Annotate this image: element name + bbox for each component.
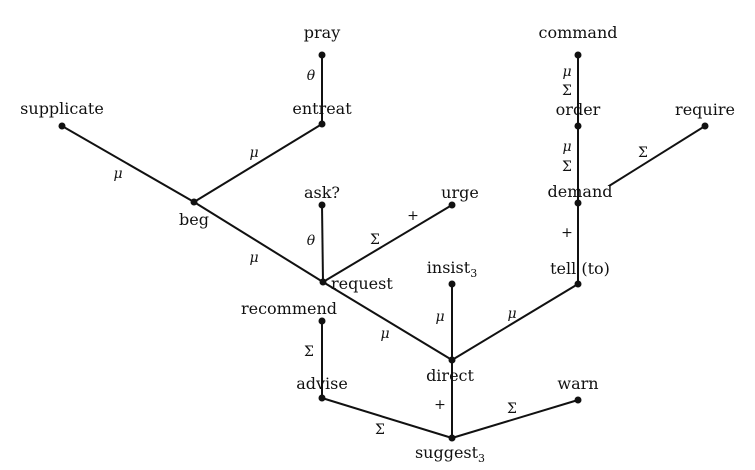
rel-beg-request: μ — [249, 250, 258, 266]
label-command: command — [538, 23, 617, 42]
node-urge — [448, 201, 456, 209]
rel-request-direct: μ — [380, 326, 389, 342]
edge-supplicate-beg — [61, 125, 195, 203]
node-beg — [190, 198, 198, 206]
node-demand — [574, 199, 582, 207]
rel-entreat-beg: μ — [249, 145, 258, 161]
nodes — [58, 51, 709, 442]
rel-tell-direct: μ — [507, 306, 516, 322]
rel-order-demand-sigma: Σ — [562, 159, 572, 175]
node-direct — [448, 356, 456, 364]
label-demand: demand — [548, 182, 613, 201]
label-order: order — [556, 100, 601, 119]
node-order — [574, 122, 582, 130]
edge-tell-direct — [451, 283, 579, 361]
rel-direct-suggest: + — [434, 397, 446, 413]
node-tell — [574, 280, 582, 288]
word-labels: pray command supplicate entreat order re… — [20, 23, 735, 465]
edge-urge-request — [322, 204, 453, 283]
rel-require-demand: Σ — [638, 145, 648, 161]
edge-warn-suggest — [451, 399, 579, 439]
rel-warn-suggest: Σ — [507, 401, 517, 417]
node-recommend — [318, 317, 326, 325]
node-request — [319, 278, 327, 286]
label-insist-main: insist — [427, 258, 471, 277]
label-pray: pray — [304, 23, 340, 42]
edge-advise-suggest — [321, 397, 453, 439]
node-suggest — [448, 434, 456, 442]
rel-insist-direct: μ — [435, 309, 444, 325]
node-ask — [318, 201, 326, 209]
label-entreat: entreat — [292, 99, 352, 118]
node-insist — [448, 280, 456, 288]
edge-request-direct — [322, 281, 453, 361]
edge-beg-request — [193, 201, 324, 283]
rel-advise-suggest: Σ — [375, 422, 385, 438]
node-entreat — [318, 120, 326, 128]
label-warn: warn — [557, 374, 598, 393]
rel-order-demand-mu: μ — [562, 139, 571, 155]
label-insist: insist3 — [427, 258, 477, 280]
rel-urge-request-sigma: Σ — [370, 232, 380, 248]
rel-command-order-sigma: Σ — [562, 83, 572, 99]
label-direct: direct — [426, 366, 474, 385]
edges — [61, 55, 706, 439]
label-supplicate: supplicate — [20, 99, 104, 118]
node-warn — [574, 396, 582, 404]
label-request: request — [331, 274, 393, 293]
node-pray — [318, 51, 326, 59]
edge-ask-request — [321, 204, 324, 283]
edge-require-demand — [608, 125, 706, 187]
label-insist-sub: 3 — [470, 267, 477, 280]
label-suggest-sub: 3 — [478, 452, 485, 465]
rel-supplicate-beg: μ — [113, 166, 122, 182]
rel-demand-tell: + — [561, 225, 573, 241]
node-require — [701, 122, 709, 130]
node-advise — [318, 394, 326, 402]
rel-urge-request-plus: + — [407, 208, 419, 224]
label-recommend: recommend — [241, 299, 337, 318]
label-urge: urge — [441, 183, 479, 202]
node-supplicate — [58, 122, 66, 130]
node-command — [574, 51, 582, 59]
rel-command-order-mu: μ — [562, 64, 571, 80]
label-advise: advise — [296, 374, 348, 393]
relation-labels: θ μ Σ μ Σ Σ μ μ θ Σ + + μ μ μ μ Σ + Σ Σ — [113, 64, 648, 438]
rel-pray-entreat: θ — [307, 68, 316, 84]
rel-ask-request: θ — [307, 233, 316, 249]
label-suggest-main: suggest — [415, 443, 479, 462]
label-require: require — [675, 100, 735, 119]
label-beg: beg — [179, 210, 209, 229]
label-suggest: suggest3 — [415, 443, 485, 465]
label-ask: ask? — [304, 183, 340, 202]
edge-entreat-beg — [193, 123, 323, 203]
rel-recommend-advise: Σ — [304, 344, 314, 360]
label-tell: tell (to) — [550, 259, 610, 278]
